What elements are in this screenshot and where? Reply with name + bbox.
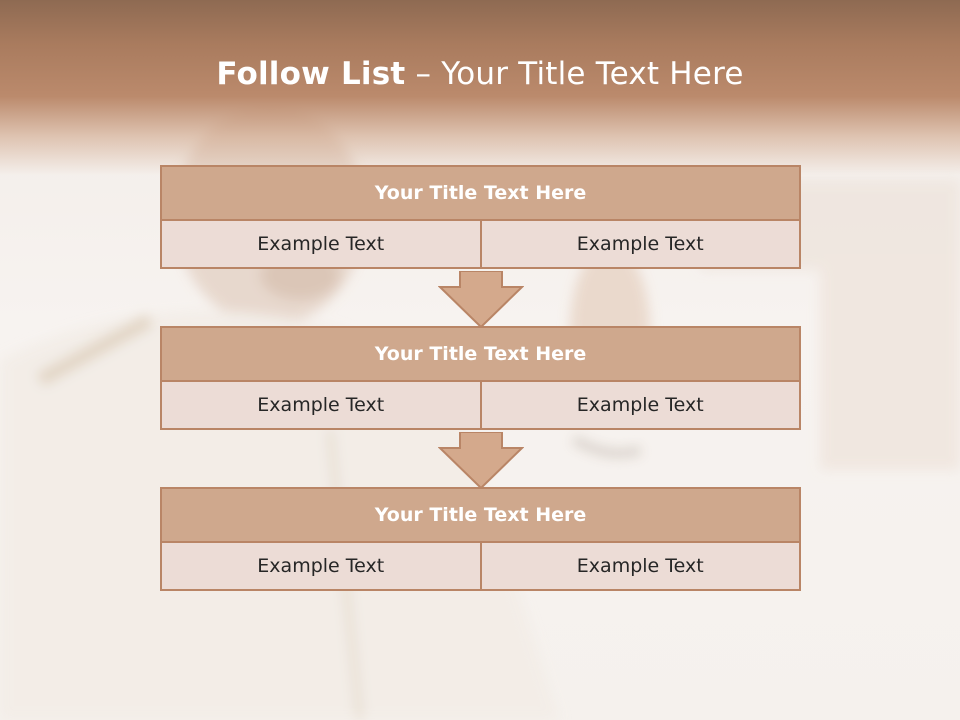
list-block-3: Your Title Text Here Example Text Exampl…: [160, 487, 801, 591]
block-title: Your Title Text Here: [160, 487, 801, 543]
block-cell-right: Example Text: [479, 541, 801, 591]
down-arrow-icon: [438, 271, 524, 329]
list-block-2: Your Title Text Here Example Text Exampl…: [160, 326, 801, 430]
block-cell-right: Example Text: [479, 380, 801, 430]
slide-title-bold: Follow List: [216, 56, 406, 92]
block-row: Example Text Example Text: [160, 219, 801, 269]
list-block-1: Your Title Text Here Example Text Exampl…: [160, 165, 801, 269]
header-band: [0, 0, 960, 175]
block-cell-left: Example Text: [160, 380, 482, 430]
slide-title: Follow List – Your Title Text Here: [0, 56, 960, 92]
block-title: Your Title Text Here: [160, 165, 801, 221]
block-row: Example Text Example Text: [160, 541, 801, 591]
block-title: Your Title Text Here: [160, 326, 801, 382]
slide-title-rest: – Your Title Text Here: [405, 56, 744, 92]
block-cell-left: Example Text: [160, 541, 482, 591]
block-row: Example Text Example Text: [160, 380, 801, 430]
down-arrow-icon: [438, 432, 524, 490]
block-cell-right: Example Text: [479, 219, 801, 269]
block-cell-left: Example Text: [160, 219, 482, 269]
